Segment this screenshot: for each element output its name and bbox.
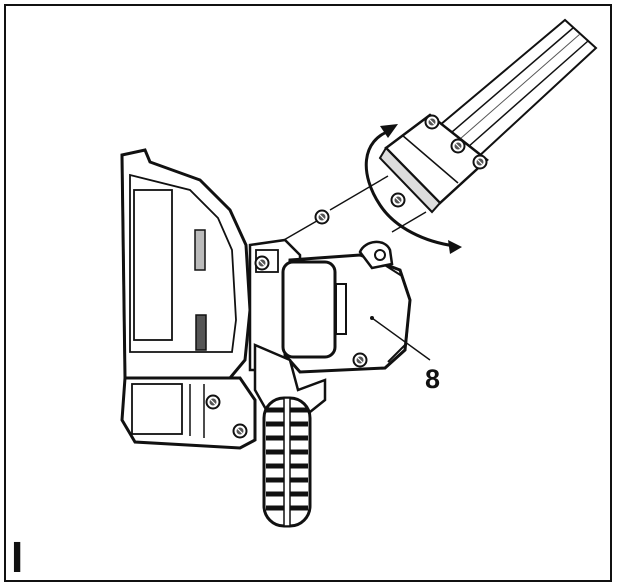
- section-marker: I: [11, 533, 24, 582]
- base-screw-left: [205, 394, 221, 410]
- clamp-screw-right: [450, 138, 466, 154]
- motor-base: [120, 376, 257, 450]
- guard-screw-bottom: [352, 352, 368, 368]
- clamp-screw-lower: [472, 154, 488, 170]
- base-screw-bottom: [232, 423, 248, 439]
- clamp-screw-top: [424, 114, 440, 130]
- guard-part-8: [281, 240, 431, 374]
- motor-housing: [120, 148, 252, 380]
- joint-screw: [254, 255, 270, 271]
- shaft-clamp: [378, 113, 489, 214]
- clamp-screw-side: [390, 192, 406, 208]
- alignment-screw: [314, 209, 330, 225]
- spool-wheel: [262, 396, 312, 528]
- callout-leader: [371, 317, 431, 361]
- rotation-arrow: [364, 124, 462, 254]
- shaft-tube: [438, 18, 598, 160]
- callout-label: 8: [425, 364, 441, 394]
- alignment-lines: [269, 175, 427, 249]
